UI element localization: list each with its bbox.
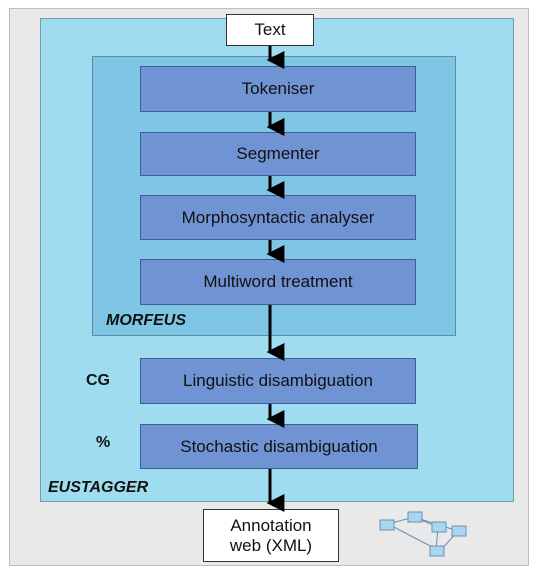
- linguistic-disambiguation-label: Linguistic disambiguation: [183, 371, 373, 390]
- morphosyntactic-analyser-stage: Morphosyntactic analyser: [140, 195, 416, 240]
- output-line-2: web (XML): [229, 535, 313, 555]
- input-text-label: Text: [254, 20, 286, 39]
- percent-label: %: [96, 434, 111, 451]
- input-text-box: Text: [226, 14, 314, 46]
- multiword-treatment-label: Multiword treatment: [203, 272, 353, 291]
- tokeniser-label: Tokeniser: [241, 79, 315, 98]
- eustagger-label: EUSTAGGER: [48, 479, 149, 496]
- cg-label: CG: [86, 372, 110, 389]
- tokeniser-stage: Tokeniser: [140, 66, 416, 112]
- network-graph-icon: [379, 511, 467, 557]
- segmenter-stage: Segmenter: [140, 132, 416, 176]
- stochastic-disambiguation-label: Stochastic disambiguation: [180, 436, 378, 456]
- morfeus-label: MORFEUS: [106, 312, 186, 329]
- morphosyntactic-analyser-label: Morphosyntactic analyser: [181, 207, 375, 227]
- output-line-1: Annotation: [230, 515, 312, 535]
- multiword-treatment-stage: Multiword treatment: [140, 259, 416, 305]
- segmenter-label: Segmenter: [236, 144, 320, 163]
- stochastic-disambiguation-stage: Stochastic disambiguation: [140, 424, 418, 469]
